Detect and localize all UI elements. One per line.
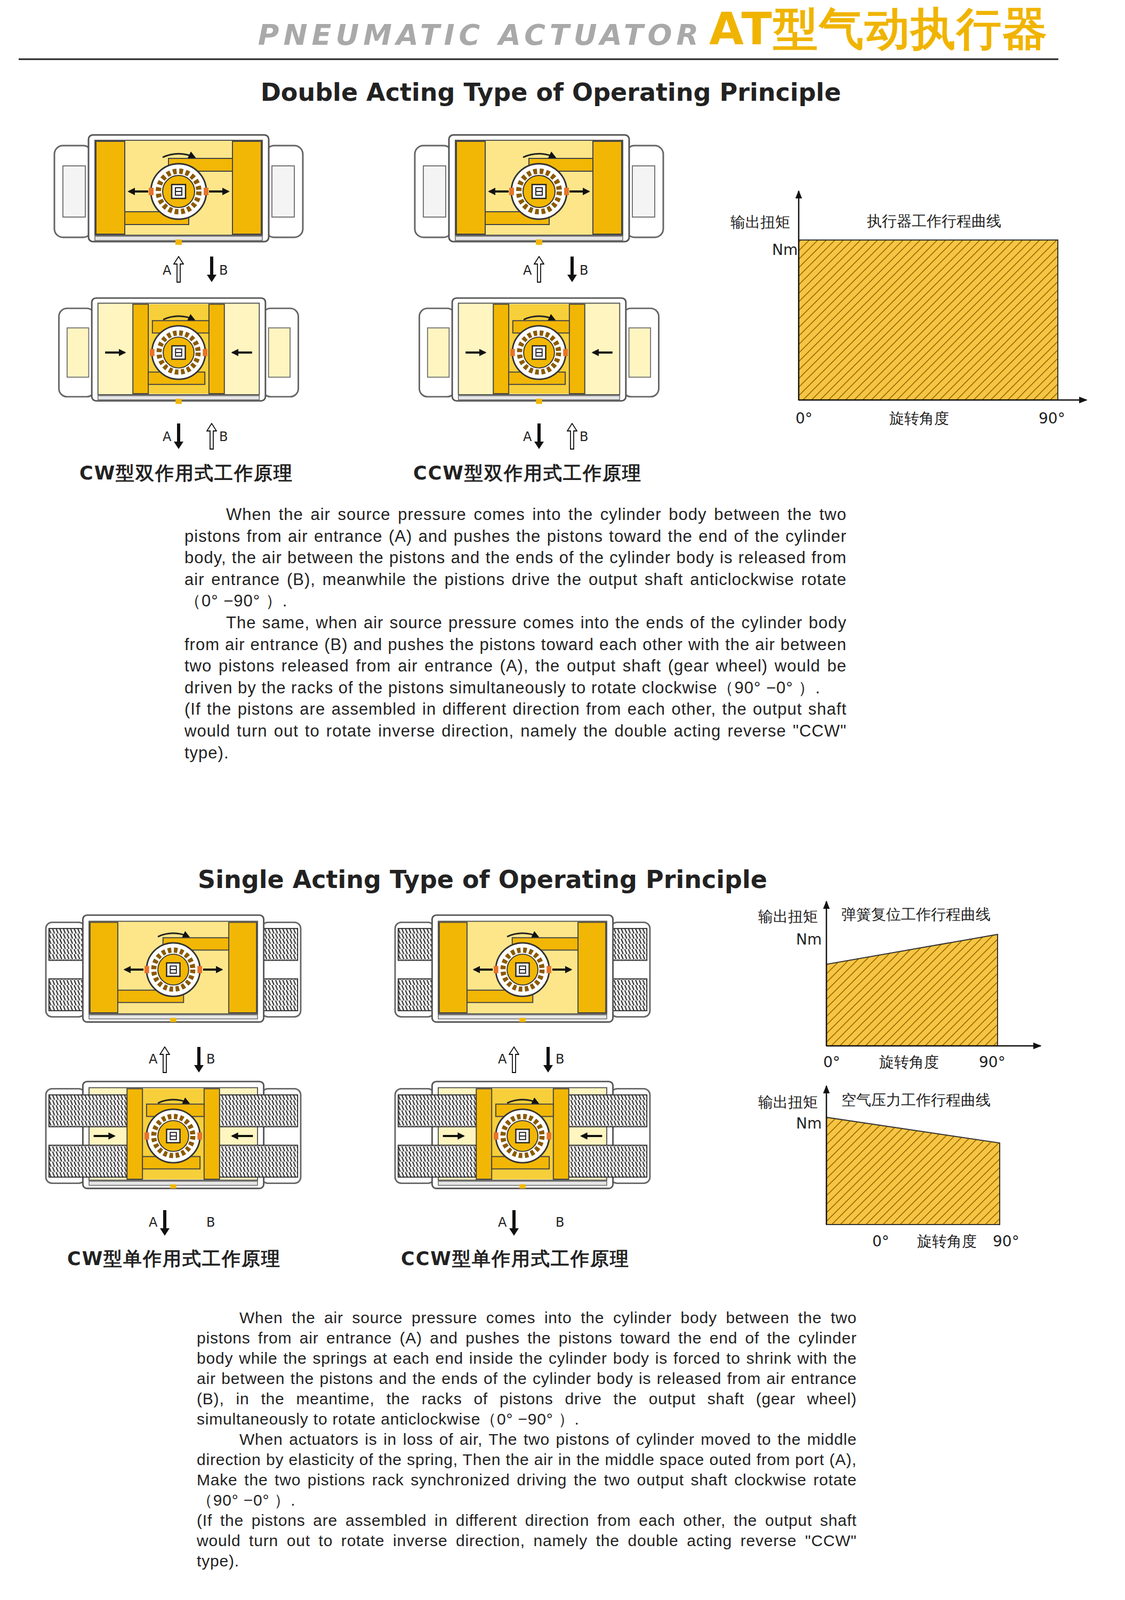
tick-label: 90° [992, 1232, 1020, 1251]
actuator-figure [58, 298, 299, 405]
axis-label: 旋转角度 [917, 1232, 977, 1251]
torque-area [798, 239, 1058, 400]
port-arrow [534, 423, 544, 449]
chart-title: 空气压力工作行程曲线 [841, 1090, 991, 1110]
figure-caption: CW型单作用式工作原理 [67, 1247, 281, 1270]
torque-area [826, 1117, 1000, 1225]
port-label: A [523, 262, 532, 279]
torque-area [826, 934, 998, 1046]
tick-label: 90° [1038, 409, 1066, 428]
port-label: B [206, 1051, 215, 1067]
axis-label: 旋转角度 [889, 409, 950, 428]
figure-caption: CCW型双作用式工作原理 [413, 461, 642, 485]
port-arrow [173, 423, 184, 449]
tick-label: 90° [978, 1053, 1006, 1072]
port-arrow [534, 256, 544, 283]
axis-label: 输出扭矩 [758, 907, 818, 926]
body-paragraph: When actuators is in loss of air, The tw… [196, 1428, 857, 1510]
port-label: B [579, 262, 589, 279]
actuator-figure [395, 914, 650, 1022]
body-paragraph: The same, when air source pressure comes… [184, 612, 847, 699]
port-arrow [159, 1046, 170, 1073]
port-arrow [509, 1046, 519, 1073]
tick-label: 0° [795, 409, 813, 428]
tick-label: 0° [872, 1232, 890, 1251]
actuator-figure [45, 914, 301, 1022]
port-label: B [555, 1214, 565, 1231]
port-arrow [159, 1209, 170, 1236]
actuator-figure [419, 298, 659, 405]
body-paragraph: (If the pistons are assembled in differe… [184, 698, 847, 764]
unit-label: Nm [772, 240, 798, 260]
unit-label: Nm [796, 1114, 822, 1133]
section-heading: Double Acting Type of Operating Principl… [260, 77, 842, 108]
port-arrow [206, 256, 217, 283]
actuator-figure [395, 1081, 650, 1188]
tick-label: 0° [823, 1053, 841, 1072]
y-axis [798, 190, 800, 400]
body-paragraph: When the air source pressure comes into … [196, 1307, 857, 1429]
section-heading: Single Acting Type of Operating Principl… [197, 864, 768, 895]
header-subtitle: AT型气动执行器 [709, 4, 1049, 54]
body-paragraph: (If the pistons are assembled in differe… [196, 1509, 857, 1571]
port-label: B [579, 429, 589, 445]
port-arrow [194, 1046, 204, 1073]
text-column: When the air source pressure comes into … [184, 503, 847, 764]
port-arrow [543, 1046, 553, 1073]
actuator-figure [45, 1081, 301, 1188]
x-axis [826, 1045, 1041, 1047]
figure-caption: CW型双作用式工作原理 [79, 461, 294, 485]
header-rule [18, 58, 1059, 61]
unit-label: Nm [796, 930, 822, 949]
port-arrow [206, 423, 217, 449]
actuator-figure [414, 134, 664, 245]
y-axis [825, 901, 828, 1046]
port-label: A [523, 429, 532, 445]
port-arrow [567, 256, 577, 283]
port-label: B [555, 1051, 565, 1067]
axis-label: 输出扭矩 [758, 1093, 818, 1112]
port-label: B [219, 262, 228, 279]
port-label: A [148, 1214, 158, 1231]
port-label: A [497, 1051, 507, 1067]
x-axis [798, 399, 1087, 401]
port-arrow [173, 256, 184, 283]
port-arrow [567, 423, 577, 449]
figure-caption: CCW型单作用式工作原理 [400, 1247, 630, 1270]
chart-title: 弹簧复位工作行程曲线 [841, 905, 991, 924]
port-label: A [162, 429, 172, 445]
y-axis [825, 1085, 828, 1225]
text-column: When the air source pressure comes into … [196, 1307, 857, 1571]
actuator-figure [54, 134, 303, 245]
port-label: A [497, 1214, 507, 1231]
port-label: B [206, 1214, 215, 1231]
chart-title: 执行器工作行程曲线 [866, 212, 1002, 231]
port-arrow [509, 1209, 519, 1236]
axis-label: 旋转角度 [879, 1053, 939, 1072]
port-label: B [219, 429, 228, 445]
axis-label: 输出扭矩 [730, 213, 791, 232]
header-title: PNEUMATIC ACTUATOR [258, 18, 703, 53]
body-paragraph: When the air source pressure comes into … [184, 503, 847, 613]
port-label: A [148, 1051, 158, 1067]
port-label: A [162, 262, 172, 279]
